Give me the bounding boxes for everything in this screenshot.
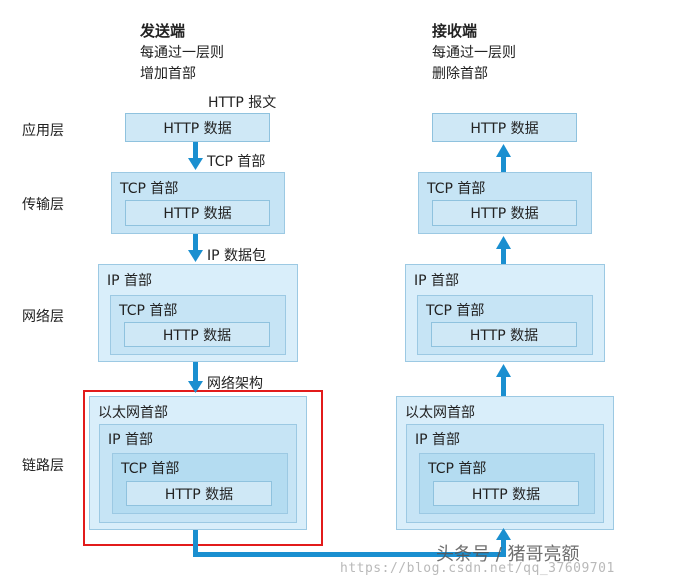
sender-app-http-data: HTTP 数据 <box>125 113 270 142</box>
receiver-link-frame: 以太网首部 IP 首部 TCP 首部 HTTP 数据 <box>396 396 614 530</box>
tcp-header-label: TCP 首部 <box>428 461 487 477</box>
sender-link-http-data: HTTP 数据 <box>126 481 272 506</box>
tcp-header-label: TCP 首部 <box>121 461 180 477</box>
highlight-frame <box>83 390 323 546</box>
sender-line1: 每通过一层则 <box>140 45 224 61</box>
transfer-path <box>193 528 511 557</box>
http-data-label: HTTP 数据 <box>470 206 539 222</box>
receiver-network-segment: TCP 首部 HTTP 数据 <box>417 295 593 355</box>
tcp-header-label: TCP 首部 <box>426 303 485 319</box>
ip-header-label: IP 首部 <box>415 432 461 448</box>
receiver-network-http-data: HTTP 数据 <box>431 322 577 347</box>
receiver-transport-segment: TCP 首部 HTTP 数据 <box>418 172 592 234</box>
up-arrow-icon <box>496 364 511 396</box>
watermark-url: https://blog.csdn.net/qq_37609701 <box>340 561 615 576</box>
layer-label-application: 应用层 <box>22 123 64 139</box>
note-ip-packet: IP 数据包 <box>207 248 267 264</box>
http-data-label: HTTP 数据 <box>162 327 232 344</box>
receiver-app-http-data: HTTP 数据 <box>432 113 577 142</box>
tcp-header-label: TCP 首部 <box>119 303 178 319</box>
tcp-header-label: TCP 首部 <box>427 181 486 197</box>
receiver-network-packet: IP 首部 TCP 首部 HTTP 数据 <box>405 264 605 362</box>
ip-header-label: IP 首部 <box>414 273 460 289</box>
up-arrow-icon <box>496 236 511 264</box>
tcp-header-label: TCP 首部 <box>120 181 179 197</box>
http-data-label: HTTP 数据 <box>469 327 539 344</box>
sender-link-frame: 以太网首部 IP 首部 TCP 首部 HTTP 数据 <box>89 396 307 530</box>
receiver-transport-http-data: HTTP 数据 <box>432 200 577 226</box>
http-data-label: HTTP 数据 <box>164 486 234 503</box>
sender-link-packet: IP 首部 TCP 首部 HTTP 数据 <box>99 424 297 523</box>
note-network-frame: 网络架构 <box>207 376 263 392</box>
note-tcp-header: TCP 首部 <box>207 154 266 170</box>
ip-header-label: IP 首部 <box>108 432 154 448</box>
http-data-label: HTTP 数据 <box>163 120 232 137</box>
sender-network-http-data: HTTP 数据 <box>124 322 270 347</box>
layer-label-link: 链路层 <box>22 458 64 474</box>
sender-title: 发送端 <box>140 22 186 40</box>
ethernet-header-label: 以太网首部 <box>405 405 475 421</box>
receiver-line2: 删除首部 <box>432 66 488 82</box>
http-data-label: HTTP 数据 <box>163 206 232 222</box>
http-data-label: HTTP 数据 <box>470 120 539 137</box>
note-http-message: HTTP 报文 <box>208 95 277 111</box>
watermark-brand: 头条号 / 猪哥亮额 <box>436 544 580 565</box>
receiver-link-packet: IP 首部 TCP 首部 HTTP 数据 <box>406 424 604 523</box>
ip-header-label: IP 首部 <box>107 273 153 289</box>
sender-network-packet: IP 首部 TCP 首部 HTTP 数据 <box>98 264 298 362</box>
up-arrow-icon <box>496 144 511 172</box>
down-arrow-icon <box>188 362 203 393</box>
receiver-link-http-data: HTTP 数据 <box>433 481 579 506</box>
receiver-link-segment: TCP 首部 HTTP 数据 <box>419 453 595 514</box>
sender-transport-segment: TCP 首部 HTTP 数据 <box>111 172 285 234</box>
receiver-line1: 每通过一层则 <box>432 45 516 61</box>
down-arrow-icon <box>188 142 203 170</box>
layer-label-transport: 传输层 <box>22 197 64 213</box>
sender-link-segment: TCP 首部 HTTP 数据 <box>112 453 288 514</box>
sender-line2: 增加首部 <box>140 66 196 82</box>
receiver-title: 接收端 <box>432 22 478 40</box>
sender-transport-http-data: HTTP 数据 <box>125 200 270 226</box>
sender-network-segment: TCP 首部 HTTP 数据 <box>110 295 286 355</box>
http-data-label: HTTP 数据 <box>471 486 541 503</box>
down-arrow-icon <box>188 234 203 262</box>
layer-label-network: 网络层 <box>22 309 64 325</box>
ethernet-header-label: 以太网首部 <box>98 405 168 421</box>
